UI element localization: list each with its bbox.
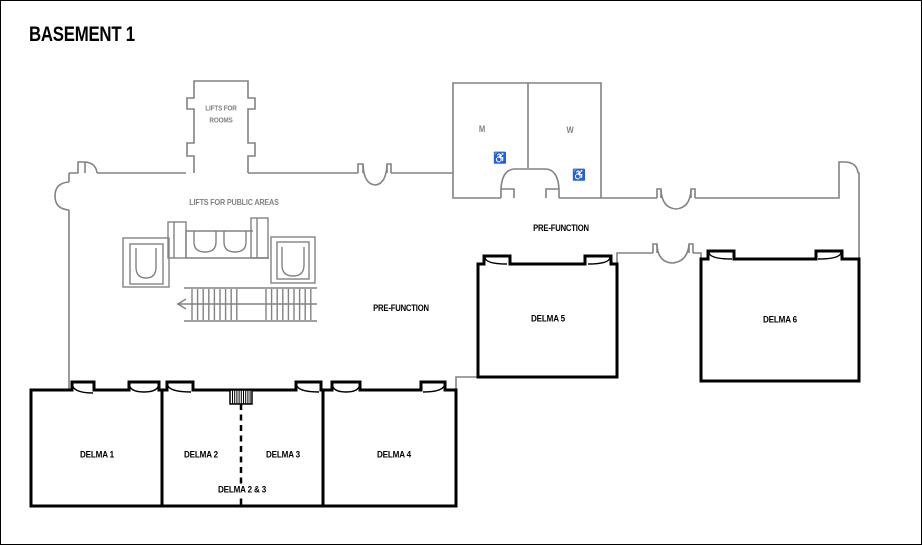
wheelchair-icon-women: ♿ [572,169,586,182]
restroom-men-label: M [478,124,486,134]
room-label-delma-5: DELMA 5 [531,313,565,325]
wheelchair-icon-men: ♿ [493,152,507,165]
door-swing-arcs [71,251,842,394]
lifts-for-rooms-shaft [186,80,256,173]
lifts-for-rooms-label-line1: LIFTS FOR [205,103,237,113]
room-delma-1-4-outline [29,380,458,508]
room-label-delma-1: DELMA 1 [80,449,114,461]
restrooms-walls [452,82,602,199]
stairs-direction-arrow-icon [176,298,187,310]
room-walls [29,249,861,508]
page-title: BASEMENT 1 [29,23,135,46]
room-label-delma-4: DELMA 4 [377,449,411,461]
prefunction-upper-label: PRE-FUNCTION [533,223,589,233]
room-label-delma-6: DELMA 6 [763,314,797,326]
lifts-for-public-areas-label: LIFTS FOR PUBLIC AREAS [189,197,279,207]
room-label-delma-3: DELMA 3 [266,449,300,461]
restroom-women-label: W [566,125,574,135]
public-lifts-drawing [122,217,316,288]
prefunction-lower-label: PRE-FUNCTION [373,303,429,313]
stairs [176,287,317,322]
room-label-delma-2: DELMA 2 [184,449,218,461]
corridor-walls [54,80,860,391]
lifts-for-rooms-label-line2: ROOMS [209,115,233,125]
room-label-delma-2-and-3: DELMA 2 & 3 [215,484,269,496]
room-delma-5-outline [476,254,619,379]
room-delma-6-outline [699,249,861,383]
